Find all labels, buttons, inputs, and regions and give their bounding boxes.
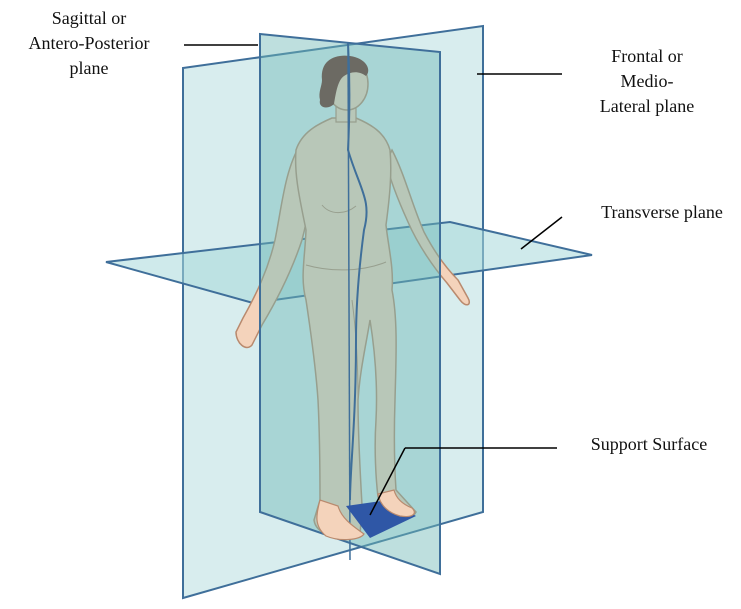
sagittal-label-line-1: Sagittal or: [0, 6, 178, 31]
sagittal-plane-label: Sagittal or Antero-Posterior plane: [0, 6, 178, 81]
frontal-plane-label: Frontal or Medio- Lateral plane: [572, 44, 722, 119]
support-label-line-1: Support Surface: [569, 432, 729, 457]
sagittal-label-line-2: Antero-Posterior: [0, 31, 178, 56]
sagittal-label-line-3: plane: [0, 56, 178, 81]
frontal-label-line-2: Medio-: [572, 69, 722, 94]
frontal-label-line-1: Frontal or: [572, 44, 722, 69]
frontal-label-line-3: Lateral plane: [572, 94, 722, 119]
transverse-label-line-1: Transverse plane: [584, 200, 740, 225]
transverse-plane-label: Transverse plane: [584, 200, 740, 225]
support-surface-label: Support Surface: [569, 432, 729, 457]
